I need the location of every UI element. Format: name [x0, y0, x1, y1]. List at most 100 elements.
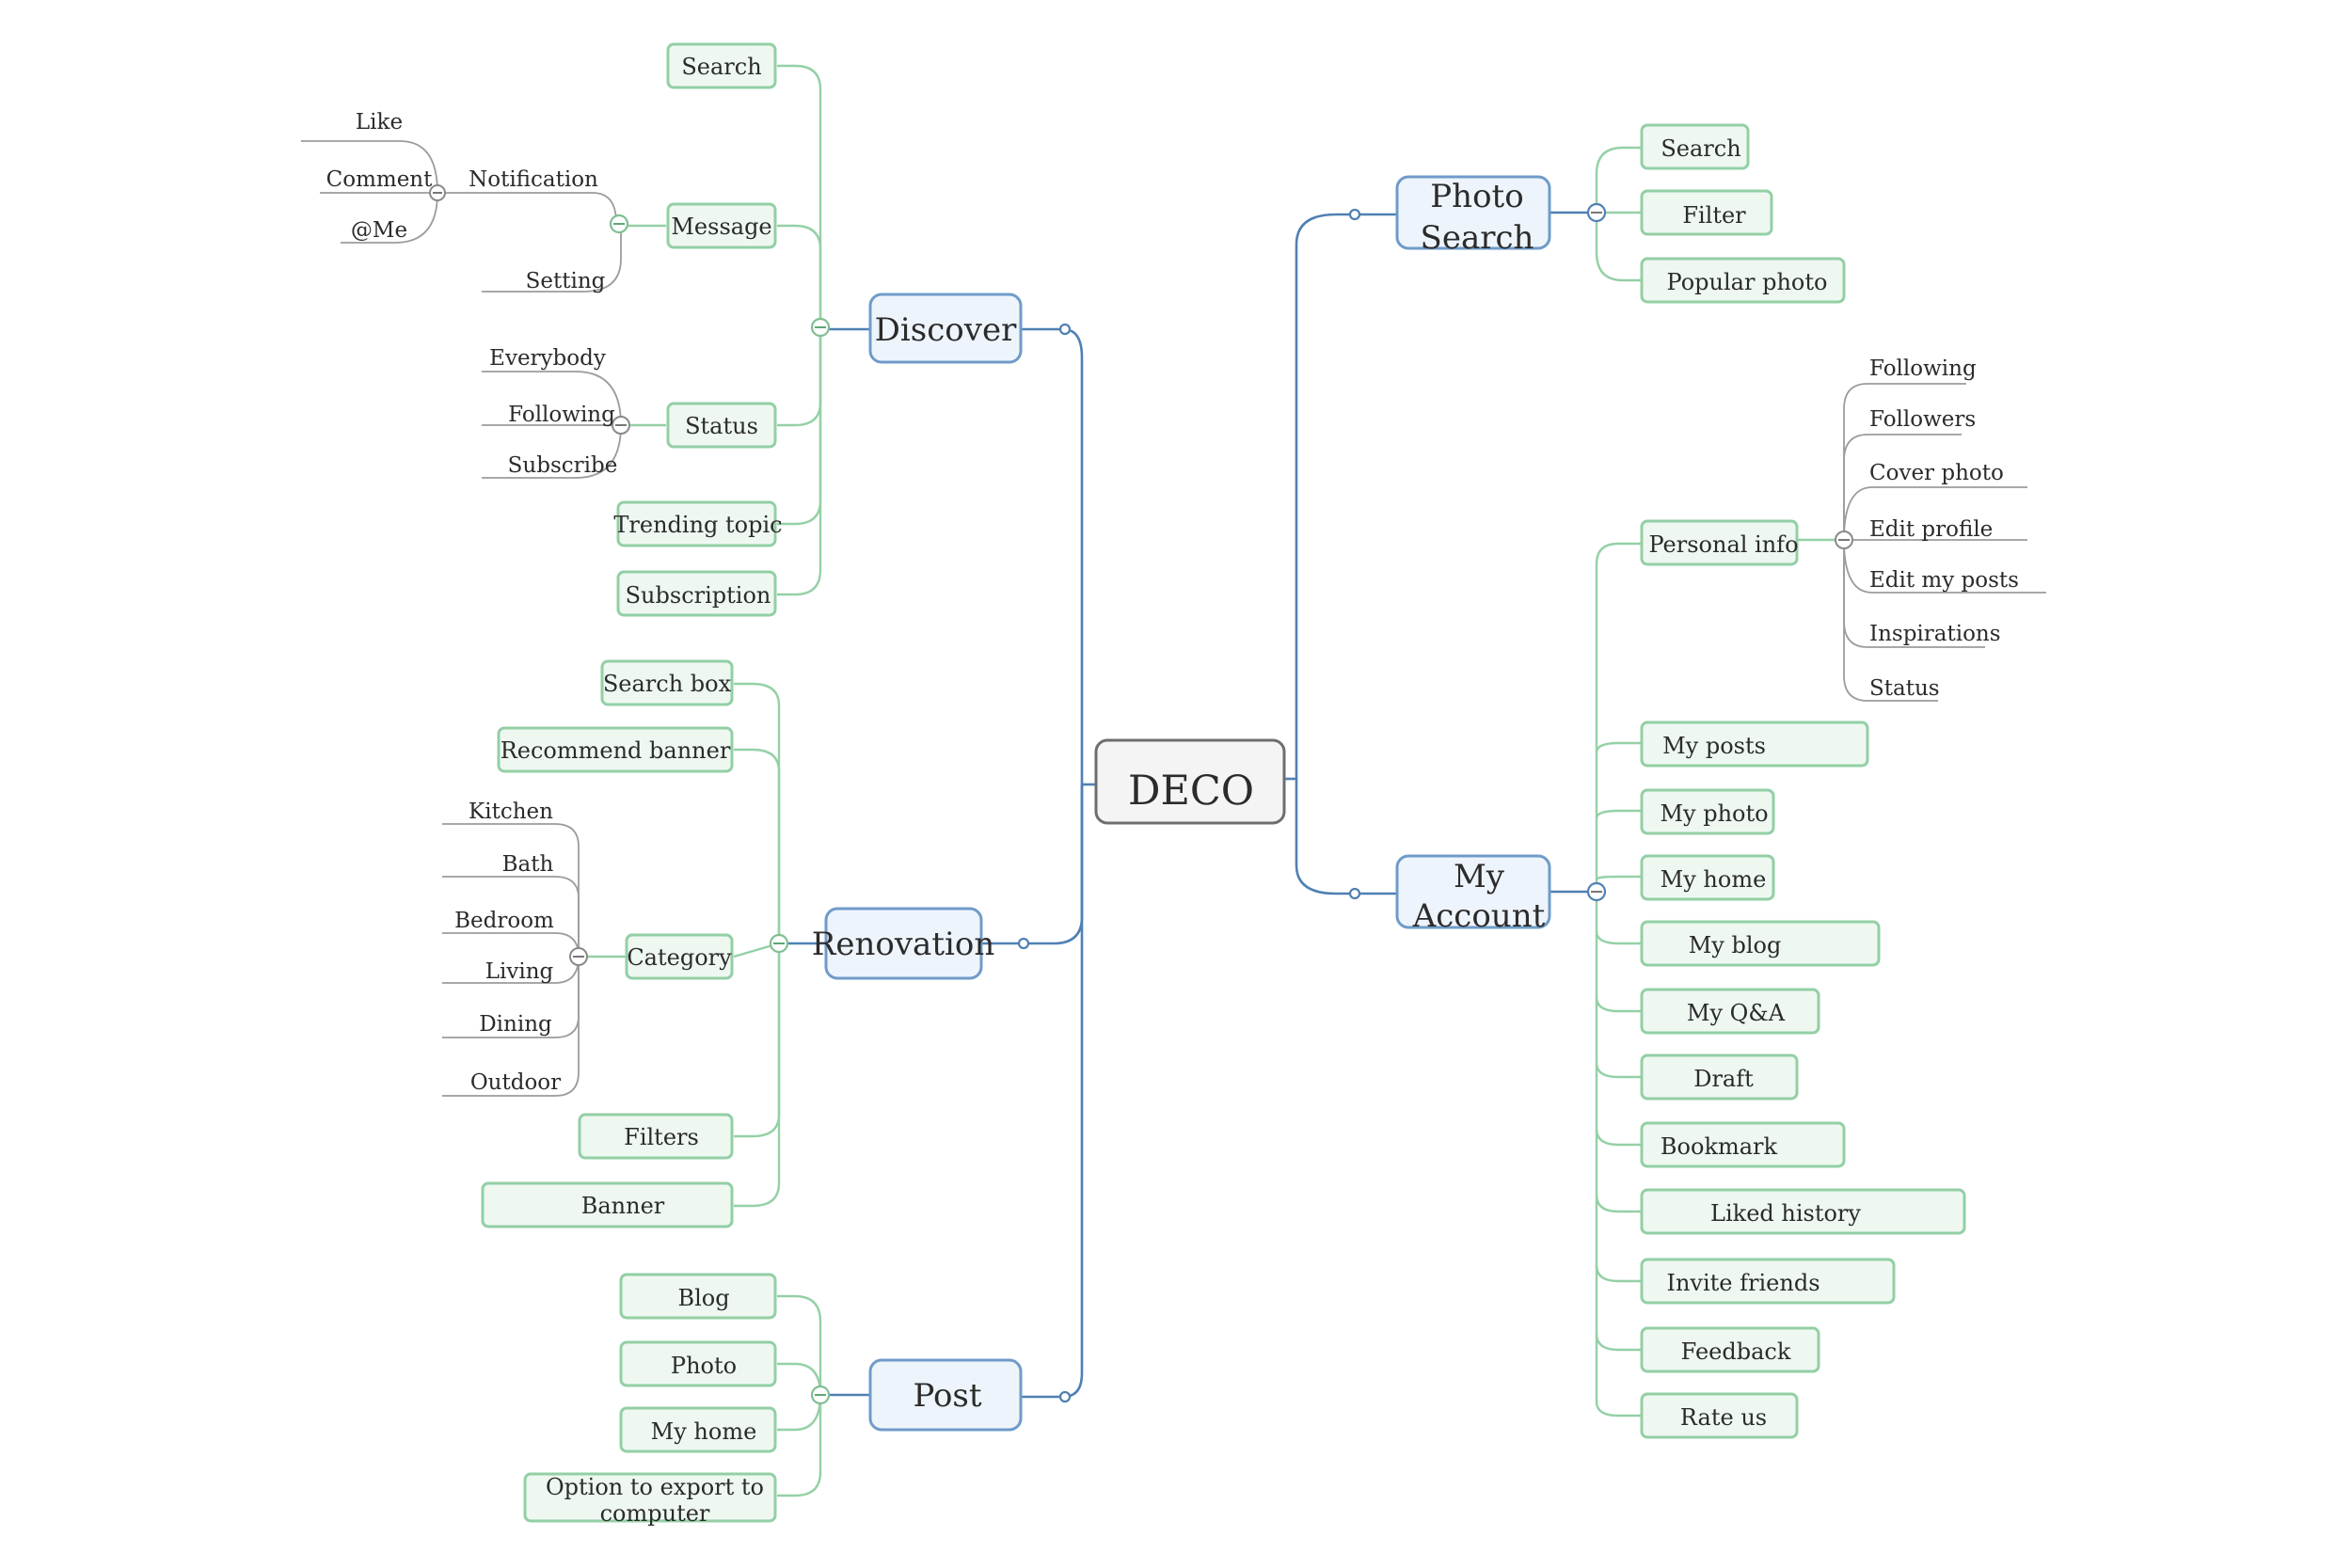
following-label: Following	[1869, 356, 1977, 381]
rate-us-node[interactable]: Rate us	[1640, 1392, 1799, 1439]
root-label: DECO	[1128, 768, 1254, 815]
bookmark-node[interactable]: Bookmark	[1640, 1121, 1846, 1168]
subscribe-label: Subscribe	[508, 453, 618, 478]
renovation-label: Renovation	[812, 926, 994, 963]
recommend-banner-label: Recommend banner	[501, 737, 731, 764]
discover-search-node[interactable]: Search	[666, 42, 777, 89]
bookmark-label: Bookmark	[1661, 1133, 1778, 1160]
everybody-label: Everybody	[489, 346, 606, 371]
blog-node[interactable]: Blog	[619, 1273, 777, 1320]
my-blog-label: My blog	[1689, 932, 1782, 958]
banner-label: Banner	[581, 1193, 665, 1219]
filter-label: Filter	[1682, 202, 1746, 229]
renovation-connectors	[442, 682, 826, 1208]
feedback-node[interactable]: Feedback	[1640, 1326, 1820, 1373]
inspirations-label: Inspirations	[1869, 622, 2001, 646]
cover-photo-label: Cover photo	[1869, 461, 2004, 485]
setting-label: Setting	[526, 269, 606, 293]
at-me-label: @Me	[351, 218, 407, 243]
comment-label: Comment	[326, 167, 433, 192]
export-option-node[interactable]: Option to export to computer	[523, 1472, 777, 1527]
my-qa-node[interactable]: My Q&A	[1640, 988, 1820, 1035]
status-node[interactable]: Status	[666, 402, 777, 449]
personal-info-node[interactable]: Personal info	[1640, 519, 1799, 566]
photo-search-label-line1: Photo	[1430, 178, 1523, 215]
post-my-home-node[interactable]: My home	[619, 1406, 777, 1453]
export-option-label-line2: computer	[600, 1500, 710, 1527]
post-node[interactable]: Post	[868, 1358, 1023, 1432]
search-box-node[interactable]: Search box	[600, 659, 734, 706]
status-following-label: Following	[508, 403, 615, 427]
my-account-label-line2: Account	[1412, 897, 1546, 935]
discover-connectors	[301, 64, 870, 596]
trending-topic-node[interactable]: Trending topic	[613, 500, 783, 547]
export-option-label-line1: Option to export to	[546, 1474, 764, 1500]
my-account-label-line1: My	[1454, 858, 1505, 895]
filter-node[interactable]: Filter	[1640, 189, 1773, 236]
discover-search-label: Search	[681, 54, 761, 80]
trending-topic-label: Trending topic	[613, 512, 782, 538]
personal-info-label: Personal info	[1648, 531, 1798, 558]
draft-node[interactable]: Draft	[1640, 1053, 1799, 1101]
my-account-connectors	[1549, 383, 2046, 1418]
post-my-home-label: My home	[651, 1418, 757, 1445]
root-node[interactable]: DECO	[1094, 738, 1286, 825]
renovation-node[interactable]: Renovation	[812, 907, 994, 980]
personal-status-label: Status	[1869, 676, 1940, 701]
my-home-label: My home	[1661, 866, 1767, 893]
rate-us-label: Rate us	[1680, 1404, 1767, 1431]
photo-search-connectors	[1549, 146, 1642, 282]
feedback-label: Feedback	[1681, 1338, 1791, 1365]
living-label: Living	[485, 959, 554, 984]
popular-photo-label: Popular photo	[1667, 269, 1828, 295]
my-home-node[interactable]: My home	[1640, 854, 1775, 901]
my-blog-node[interactable]: My blog	[1640, 920, 1881, 967]
bath-label: Bath	[502, 852, 554, 877]
photo-search-node[interactable]: Photo Search	[1395, 175, 1551, 257]
popular-photo-node[interactable]: Popular photo	[1640, 257, 1846, 304]
discover-node[interactable]: Discover	[868, 293, 1023, 364]
photo-label: Photo	[671, 1353, 737, 1379]
discover-label: Discover	[875, 311, 1017, 349]
photo-node[interactable]: Photo	[619, 1340, 777, 1387]
subscription-label: Subscription	[626, 582, 771, 609]
followers-label: Followers	[1869, 407, 1976, 432]
search-box-label: Search box	[603, 671, 732, 697]
edit-my-posts-label: Edit my posts	[1869, 568, 2019, 593]
outdoor-label: Outdoor	[470, 1070, 561, 1095]
dining-label: Dining	[479, 1012, 552, 1037]
kitchen-label: Kitchen	[469, 800, 553, 824]
photo-search-label-line2: Search	[1421, 219, 1534, 257]
photo-search-search-label: Search	[1661, 135, 1740, 162]
liked-history-label: Liked history	[1710, 1200, 1861, 1227]
my-qa-label: My Q&A	[1687, 1000, 1786, 1026]
photo-search-search-node[interactable]: Search	[1640, 123, 1750, 170]
filters-label: Filters	[624, 1124, 699, 1150]
my-photo-node[interactable]: My photo	[1640, 788, 1775, 835]
banner-node[interactable]: Banner	[481, 1181, 734, 1228]
category-label: Category	[627, 944, 732, 971]
draft-label: Draft	[1693, 1066, 1754, 1092]
invite-friends-node[interactable]: Invite friends	[1640, 1258, 1896, 1305]
post-label: Post	[913, 1377, 981, 1415]
main-connectors	[978, 208, 1397, 1403]
my-posts-node[interactable]: My posts	[1640, 721, 1869, 768]
invite-friends-label: Invite friends	[1666, 1270, 1820, 1296]
bedroom-label: Bedroom	[454, 909, 554, 933]
category-node[interactable]: Category	[625, 933, 734, 980]
message-label: Message	[671, 214, 771, 240]
recommend-banner-node[interactable]: Recommend banner	[497, 726, 734, 773]
post-connectors	[777, 1294, 870, 1497]
edit-profile-label: Edit profile	[1869, 517, 1993, 542]
subscription-node[interactable]: Subscription	[616, 570, 777, 617]
my-photo-label: My photo	[1660, 800, 1768, 827]
my-account-node[interactable]: My Account	[1395, 854, 1551, 935]
my-posts-label: My posts	[1662, 733, 1766, 759]
blog-label: Blog	[677, 1285, 729, 1311]
like-label: Like	[356, 110, 403, 135]
filters-node[interactable]: Filters	[578, 1113, 734, 1160]
message-node[interactable]: Message	[666, 202, 777, 249]
status-label: Status	[685, 413, 758, 439]
liked-history-node[interactable]: Liked history	[1640, 1188, 1966, 1235]
